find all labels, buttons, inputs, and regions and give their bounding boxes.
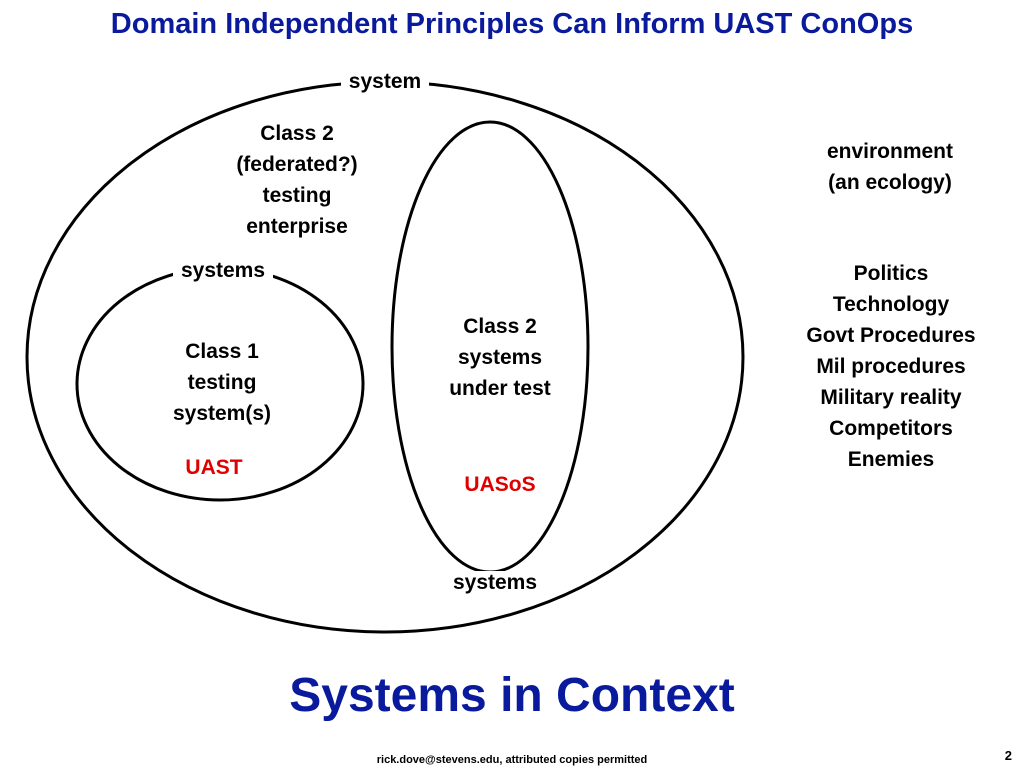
factor-item: Mil procedures [816,355,966,378]
class2-sut-line: systems [457,346,543,369]
slide-title: Domain Independent Principles Can Inform… [110,8,914,40]
factor-item: Govt Procedures [806,324,976,347]
factor-item: Enemies [847,448,935,471]
class1-line: testing [187,371,257,394]
class1-line: Class 1 [185,340,259,363]
environment-text: environment (an ecology) [790,136,990,198]
environment-line: environment [826,140,954,163]
uast-label: UAST [185,456,243,479]
class1-text: Class 1 testing system(s) [142,336,302,429]
environment-line: (an ecology) [828,171,952,194]
uasos-label: UASoS [464,473,536,496]
class2-enterprise-line: enterprise [246,215,348,238]
footer-attribution: rick.dove@stevens.edu, attributed copies… [376,754,648,766]
factor-item: Technology [832,293,950,316]
class2-enterprise-text: Class 2 (federated?) testing enterprise [207,118,387,242]
class1-line: system(s) [172,402,272,425]
bottom-systems-label: systems [444,571,546,594]
class2-sut-line: under test [449,377,551,400]
class2-sut-line: Class 2 [463,315,537,338]
class2-sut-text: Class 2 systems under test [420,311,580,404]
class2-enterprise-line: (federated?) [236,153,358,176]
class2-enterprise-line: testing [262,184,332,207]
environment-factors-list: Politics Technology Govt Procedures Mil … [780,258,1002,475]
factor-item: Competitors [829,417,953,440]
factor-item: Politics [853,262,929,285]
class2-enterprise-line: Class 2 [260,122,334,145]
slide-subtitle: Systems in Context [289,669,735,722]
inner-systems-label: systems [172,259,274,282]
outer-system-label: system [340,70,430,93]
factor-item: Military reality [820,386,962,409]
page-number: 2 [1004,748,1012,763]
